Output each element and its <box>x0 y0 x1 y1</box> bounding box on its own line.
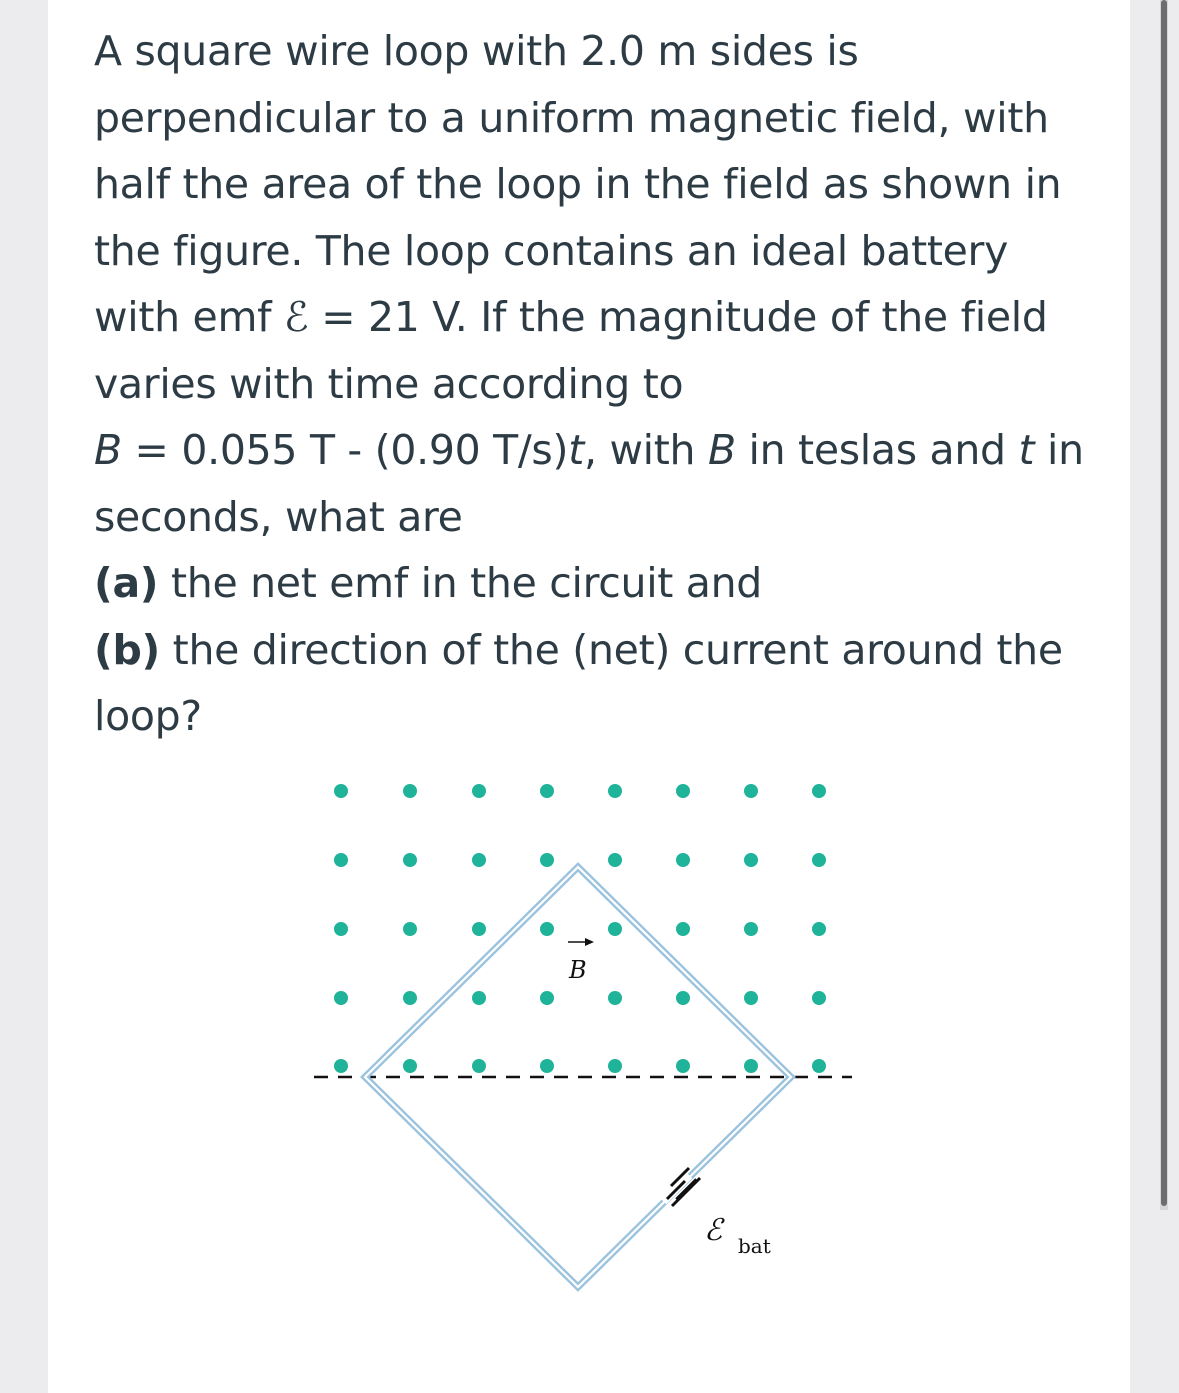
field-dot <box>608 853 622 867</box>
field-dot <box>812 784 826 798</box>
field-dot <box>334 991 348 1005</box>
wire-loop-inner <box>363 865 793 1289</box>
intro-text-2: = 21 V. If the magnitude of the field va… <box>94 293 1048 408</box>
field-dot <box>472 1059 486 1073</box>
field-dot <box>608 922 622 936</box>
field-dot <box>540 922 554 936</box>
field-dot <box>744 853 758 867</box>
field-dot <box>540 784 554 798</box>
field-dot <box>472 922 486 936</box>
field-vector-label: B <box>568 938 594 984</box>
field-dot <box>744 991 758 1005</box>
problem-statement: A square wire loop with 2.0 m sides is p… <box>94 18 1094 417</box>
var-b: B <box>94 426 122 474</box>
field-dot <box>334 922 348 936</box>
field-dot <box>744 1059 758 1073</box>
field-dot <box>812 922 826 936</box>
part-a: (a) the net emf in the circuit and <box>94 550 1094 617</box>
field-dot <box>403 991 417 1005</box>
battery-icon <box>657 1166 702 1208</box>
var-t: t <box>568 426 584 474</box>
intro-text: A square wire loop with 2.0 m sides is p… <box>94 27 1062 341</box>
field-dot <box>608 991 622 1005</box>
battery-emf-label: ℰ <box>704 1213 725 1248</box>
battery-emf-subscript: bat <box>738 1234 771 1258</box>
field-dot <box>744 922 758 936</box>
loop-figure: B ℰ bat <box>314 784 852 1292</box>
field-dot <box>334 853 348 867</box>
magnetic-field-dots <box>334 784 826 1073</box>
field-dot <box>812 853 826 867</box>
part-a-text: the net emf in the circuit and <box>158 559 763 607</box>
question-text: A square wire loop with 2.0 m sides is p… <box>94 18 1094 750</box>
field-dot <box>403 853 417 867</box>
field-dot <box>608 784 622 798</box>
var-b-2: B <box>707 426 736 474</box>
part-b-text: the direction of the (net) current aroun… <box>94 625 1063 741</box>
field-dot <box>403 784 417 798</box>
question-card <box>48 0 1130 1393</box>
field-dot <box>676 853 690 867</box>
part-b-label: (b) <box>94 625 160 674</box>
field-dot <box>403 922 417 936</box>
field-dot <box>744 784 758 798</box>
eq-with: , with <box>583 426 708 474</box>
field-dot <box>334 1059 348 1073</box>
field-dot <box>334 784 348 798</box>
field-dot <box>472 991 486 1005</box>
field-dot <box>676 784 690 798</box>
field-label: B <box>568 956 587 984</box>
field-dot <box>608 1059 622 1073</box>
eq-in-seconds: in seconds, what are <box>94 426 1084 541</box>
field-dot <box>676 991 690 1005</box>
field-dot <box>676 1059 690 1073</box>
eq-middle: = 0.055 T - (0.90 T/s) <box>121 426 569 474</box>
emf-symbol: ℰ <box>283 293 309 341</box>
field-dot <box>472 784 486 798</box>
var-t-2: t <box>1018 426 1035 474</box>
scrollbar-thumb[interactable] <box>1161 0 1167 1206</box>
eq-in-teslas: in teslas and <box>735 426 1019 474</box>
field-dot <box>403 1059 417 1073</box>
field-dot <box>540 853 554 867</box>
field-dot <box>540 1059 554 1073</box>
field-dot <box>812 1059 826 1073</box>
field-dot <box>812 991 826 1005</box>
part-b: (b) the direction of the (net) current a… <box>94 617 1094 750</box>
field-dot <box>676 922 690 936</box>
field-dot <box>540 991 554 1005</box>
field-equation: B = 0.055 T - (0.90 T/s)t, with B in tes… <box>94 417 1094 550</box>
part-a-label: (a) <box>94 559 159 607</box>
field-dot <box>472 853 486 867</box>
